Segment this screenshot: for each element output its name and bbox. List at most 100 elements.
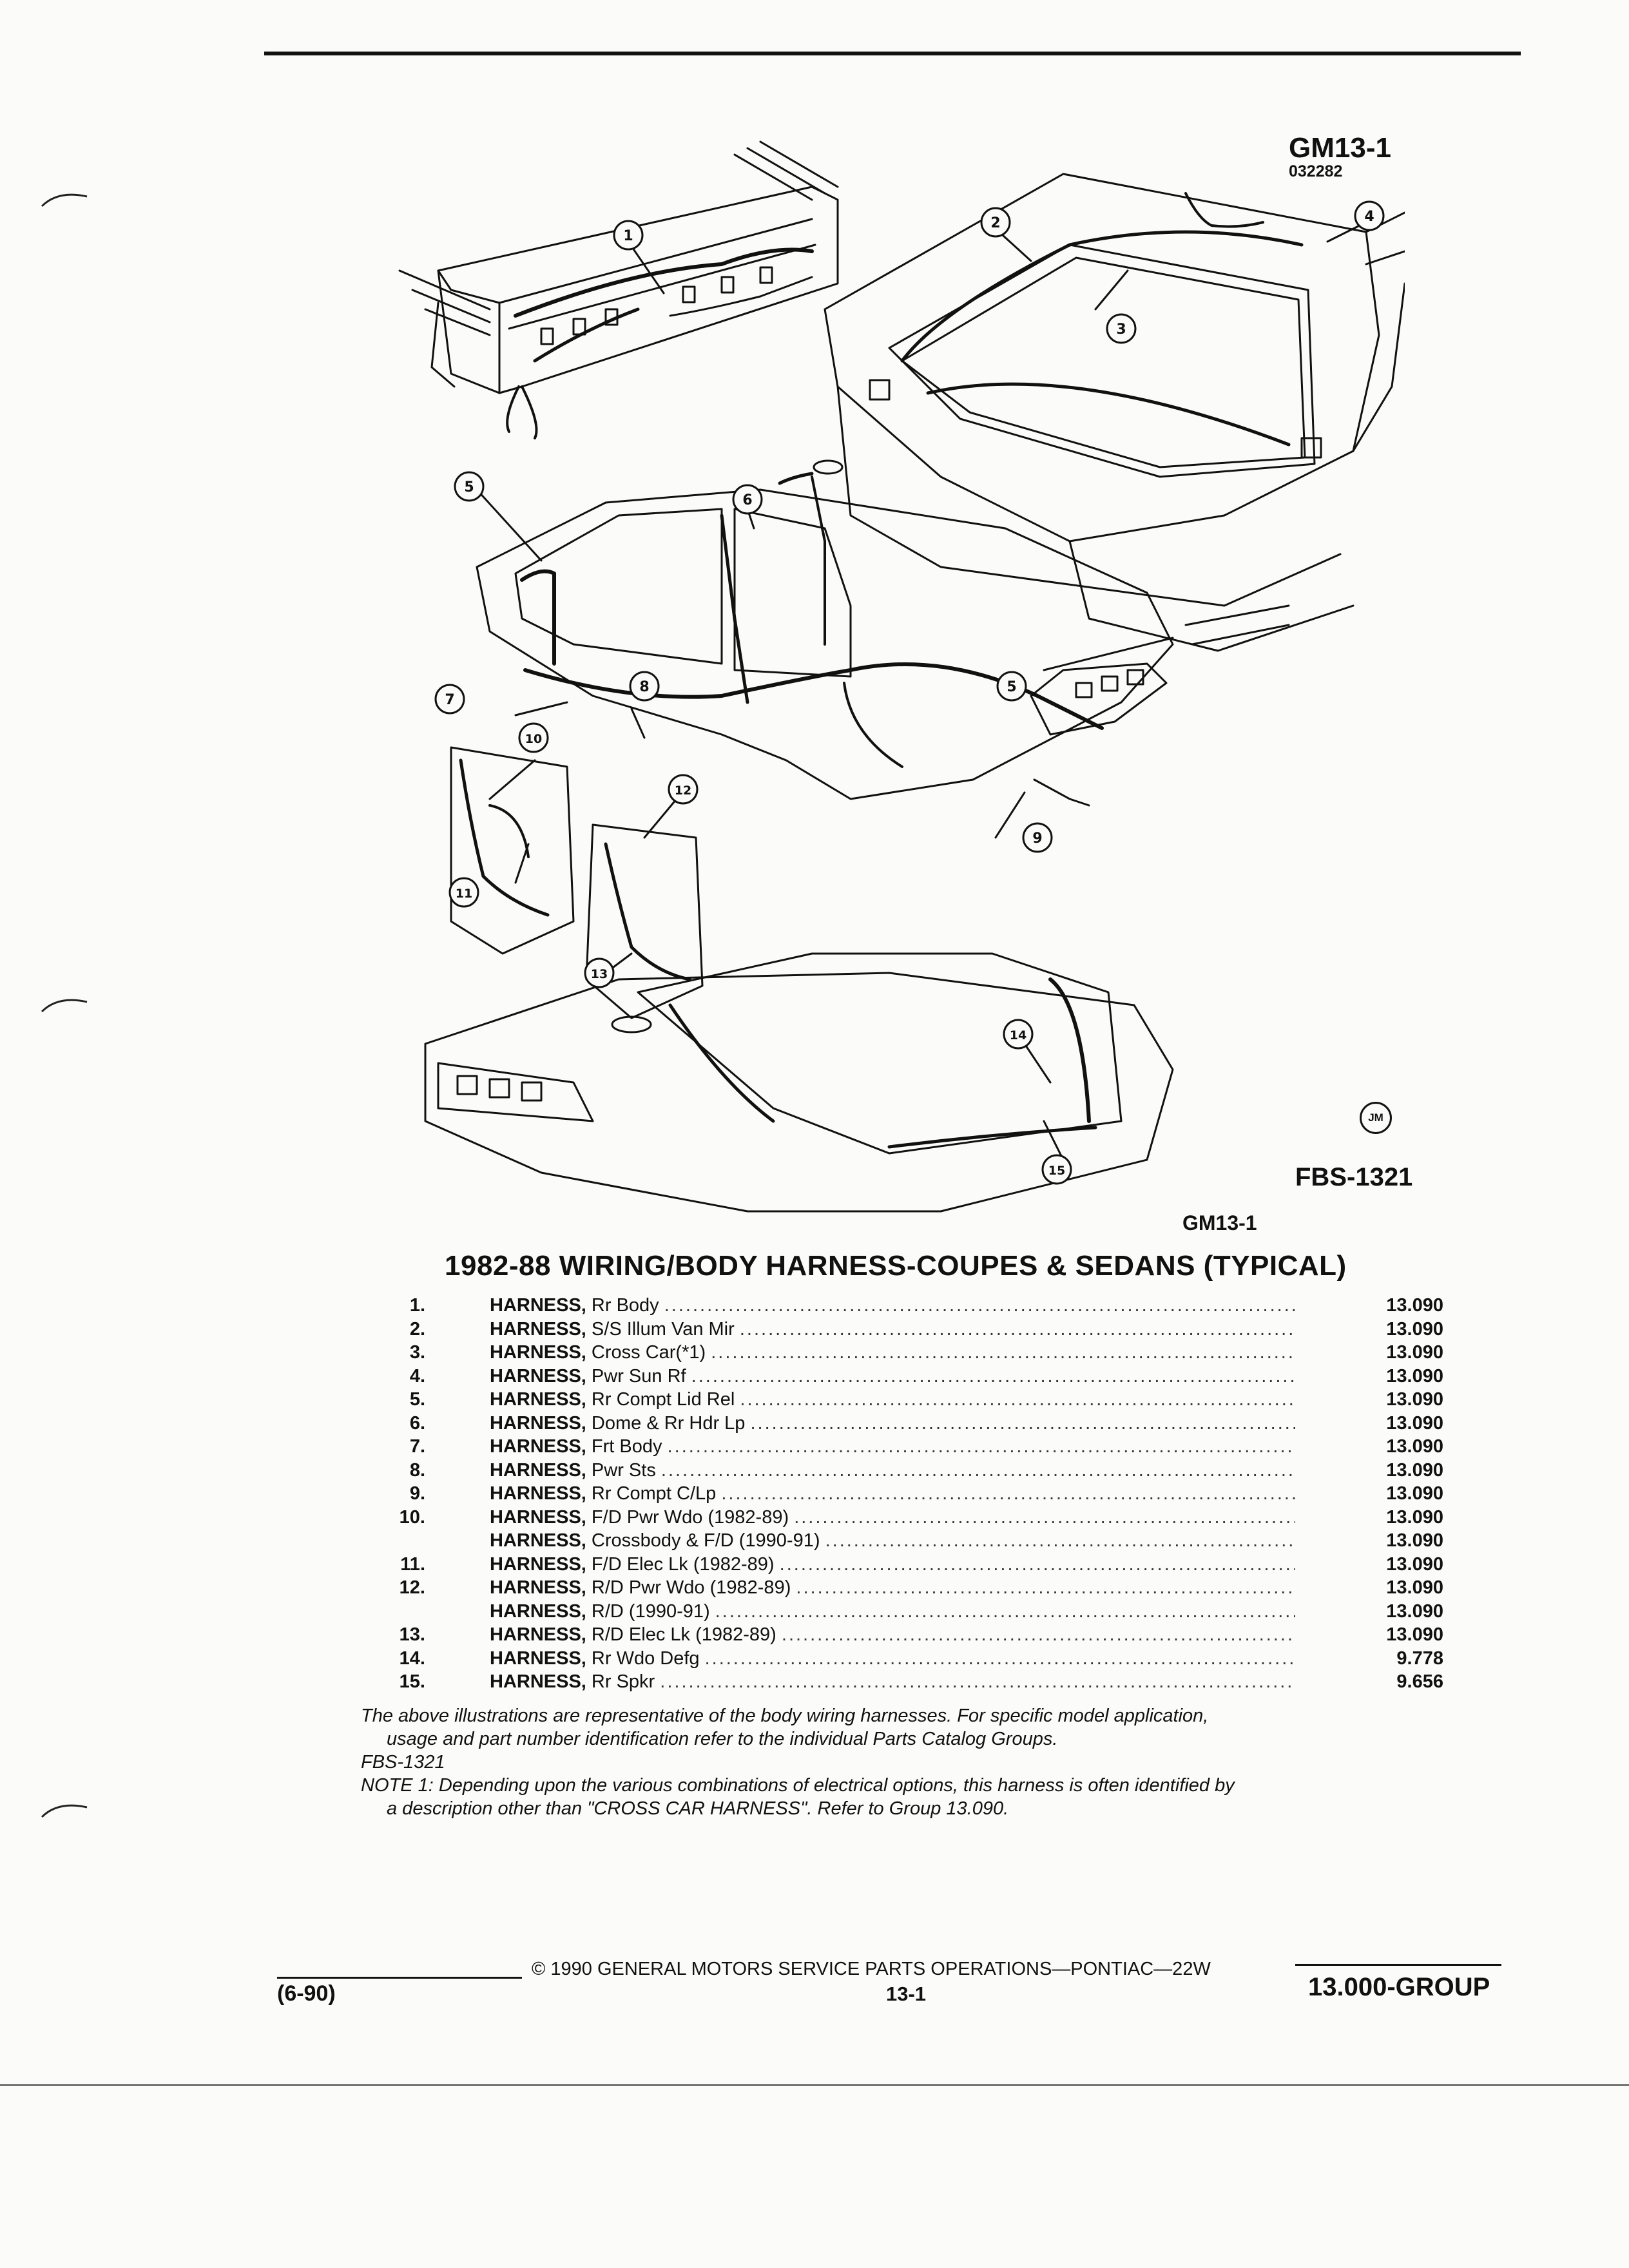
item-group: 13.090 [1386, 1577, 1443, 1598]
callout-14: 14 [1010, 1028, 1027, 1043]
item-description: HARNESS, F/D Elec Lk (1982-89) .........… [490, 1554, 1295, 1575]
item-number: 15. [399, 1671, 425, 1692]
item-group: 13.090 [1386, 1553, 1443, 1575]
item-desc: Frt Body [591, 1436, 662, 1457]
list-item: 1. HARNESS, Rr Body .....................… [387, 1295, 1443, 1319]
leader-dots: ........................................… [691, 1365, 1295, 1387]
item-desc: Cross Car(*1) [591, 1342, 706, 1363]
item-group: 13.090 [1386, 1530, 1443, 1551]
item-desc: R/D Elec Lk (1982-89) [591, 1624, 776, 1645]
item-number: 14. [399, 1648, 425, 1669]
item-description: HARNESS, Rr Body .......................… [490, 1295, 1295, 1316]
list-item: 4. HARNESS, Pwr Sun Rf ..................… [387, 1366, 1443, 1390]
leader-dots: ........................................… [715, 1600, 1295, 1622]
item-name: HARNESS, [490, 1389, 586, 1410]
item-description: HARNESS, Rr Spkr .......................… [490, 1671, 1295, 1693]
item-description: HARNESS, R/D Pwr Wdo (1982-89) .........… [490, 1577, 1295, 1599]
item-name: HARNESS, [490, 1530, 586, 1551]
callout-leaders [476, 221, 1367, 1161]
figure-id: GM13-1 [1289, 132, 1391, 164]
item-desc: Rr Compt Lid Rel [591, 1389, 735, 1410]
item-description: HARNESS, Crossbody & F/D (1990-91) .....… [490, 1530, 1295, 1552]
callout-9: 9 [1032, 831, 1042, 847]
list-item: 11.HARNESS, F/D Elec Lk (1982-89) ......… [387, 1554, 1443, 1578]
item-number: 5. [409, 1389, 425, 1410]
item-description: HARNESS, Dome & Rr Hdr Lp ..............… [490, 1413, 1295, 1434]
leader-dots: ........................................… [739, 1318, 1295, 1340]
item-description: HARNESS, Pwr Sun Rf ....................… [490, 1366, 1295, 1387]
item-desc: Rr Compt C/Lp [591, 1483, 717, 1504]
margin-mark [41, 999, 88, 1013]
item-group: 13.090 [1386, 1600, 1443, 1622]
item-group: 13.090 [1386, 1389, 1443, 1410]
leader-dots: ........................................… [825, 1530, 1295, 1551]
figure-fbs-number: FBS-1321 [1295, 1163, 1413, 1191]
item-description: HARNESS, R/D (1990-91) .................… [490, 1601, 1295, 1622]
item-desc: Rr Spkr [591, 1671, 655, 1692]
callout-numbers: 1 2 3 4 5 6 7 8 5 9 10 11 12 13 14 15 [445, 209, 1374, 1178]
item-number: 8. [409, 1459, 425, 1481]
note-1-cont: a description other than "CROSS CAR HARN… [387, 1798, 1009, 1819]
item-number: 13. [399, 1624, 425, 1645]
item-group: 13.090 [1386, 1342, 1443, 1363]
list-item: 5.HARNESS, Rr Compt Lid Rel ............… [387, 1389, 1443, 1413]
top-rule [264, 52, 1521, 55]
figure-code: 032282 [1289, 162, 1343, 180]
leader-dots: ........................................… [667, 1436, 1295, 1457]
item-group: 13.090 [1386, 1318, 1443, 1340]
parts-list: 1. HARNESS, Rr Body .....................… [387, 1295, 1443, 1695]
item-name: HARNESS, [490, 1365, 586, 1387]
item-desc: R/D Pwr Wdo (1982-89) [591, 1577, 791, 1598]
item-name: HARNESS, [490, 1318, 586, 1340]
item-group: 13.090 [1386, 1483, 1443, 1504]
note-illustration-cont: usage and part number identification ref… [387, 1729, 1058, 1749]
callout-10: 10 [525, 732, 542, 746]
item-desc: R/D (1990-91) [591, 1600, 710, 1622]
note-illustration: The above illustrations are representati… [361, 1706, 1209, 1726]
callout-3: 3 [1116, 322, 1126, 338]
item-name: HARNESS, [490, 1671, 586, 1692]
list-item: 7.HARNESS, Frt Body ....................… [387, 1436, 1443, 1460]
item-description: HARNESS, S/S Illum Van Mir .............… [490, 1319, 1295, 1340]
item-group: 9.778 [1396, 1648, 1443, 1669]
footer-rule-right [1295, 1964, 1501, 1966]
item-desc: Rr Wdo Defg [591, 1648, 700, 1669]
item-number: 4. [409, 1365, 425, 1387]
list-item: 2.HARNESS, S/S Illum Van Mir ...........… [387, 1319, 1443, 1343]
footer-date: (6-90) [277, 1981, 336, 2006]
item-desc: F/D Pwr Wdo (1982-89) [591, 1506, 789, 1528]
callout-11: 11 [456, 887, 472, 901]
leader-dots: ........................................… [660, 1671, 1295, 1692]
list-item: 6. HARNESS, Dome & Rr Hdr Lp ............… [387, 1413, 1443, 1437]
callout-12: 12 [675, 783, 691, 798]
margin-mark [41, 1804, 88, 1818]
item-number: 3. [409, 1342, 425, 1363]
item-name: HARNESS, [490, 1553, 586, 1575]
item-desc: Dome & Rr Hdr Lp [591, 1412, 746, 1434]
item-number: 10. [399, 1506, 425, 1528]
list-item: 3.HARNESS, Cross Car(*1) ...............… [387, 1342, 1443, 1366]
rear-lid-panel-drawing [398, 140, 839, 439]
notes-block: The above illustrations are representati… [361, 1704, 1495, 1820]
rear-quarter-drawing [424, 952, 1174, 1213]
item-desc: Pwr Sun Rf [591, 1365, 686, 1387]
leader-dots: ........................................… [711, 1342, 1295, 1363]
item-name: HARNESS, [490, 1624, 586, 1645]
item-desc: Crossbody & F/D (1990-91) [591, 1530, 820, 1551]
leader-dots: ........................................… [664, 1295, 1295, 1316]
item-name: HARNESS, [490, 1412, 586, 1434]
list-item: 15. HARNESS, Rr Spkr ....................… [387, 1671, 1443, 1695]
item-name: HARNESS, [490, 1483, 586, 1504]
leader-dots: ........................................… [779, 1553, 1295, 1575]
list-item: HARNESS, R/D (1990-91) .................… [387, 1601, 1443, 1625]
callout-6: 6 [742, 492, 752, 508]
item-desc: S/S Illum Van Mir [591, 1318, 735, 1340]
callout-2: 2 [990, 215, 1000, 231]
item-number: 6. [409, 1412, 425, 1434]
callout-circles [434, 200, 1385, 1185]
item-number: 1. [409, 1295, 425, 1316]
callout-1: 1 [623, 228, 633, 244]
leader-dots: ........................................… [796, 1577, 1295, 1598]
list-item: 14.HARNESS, Rr Wdo Defg ................… [387, 1648, 1443, 1672]
page-bottom-edge [0, 2084, 1629, 2086]
